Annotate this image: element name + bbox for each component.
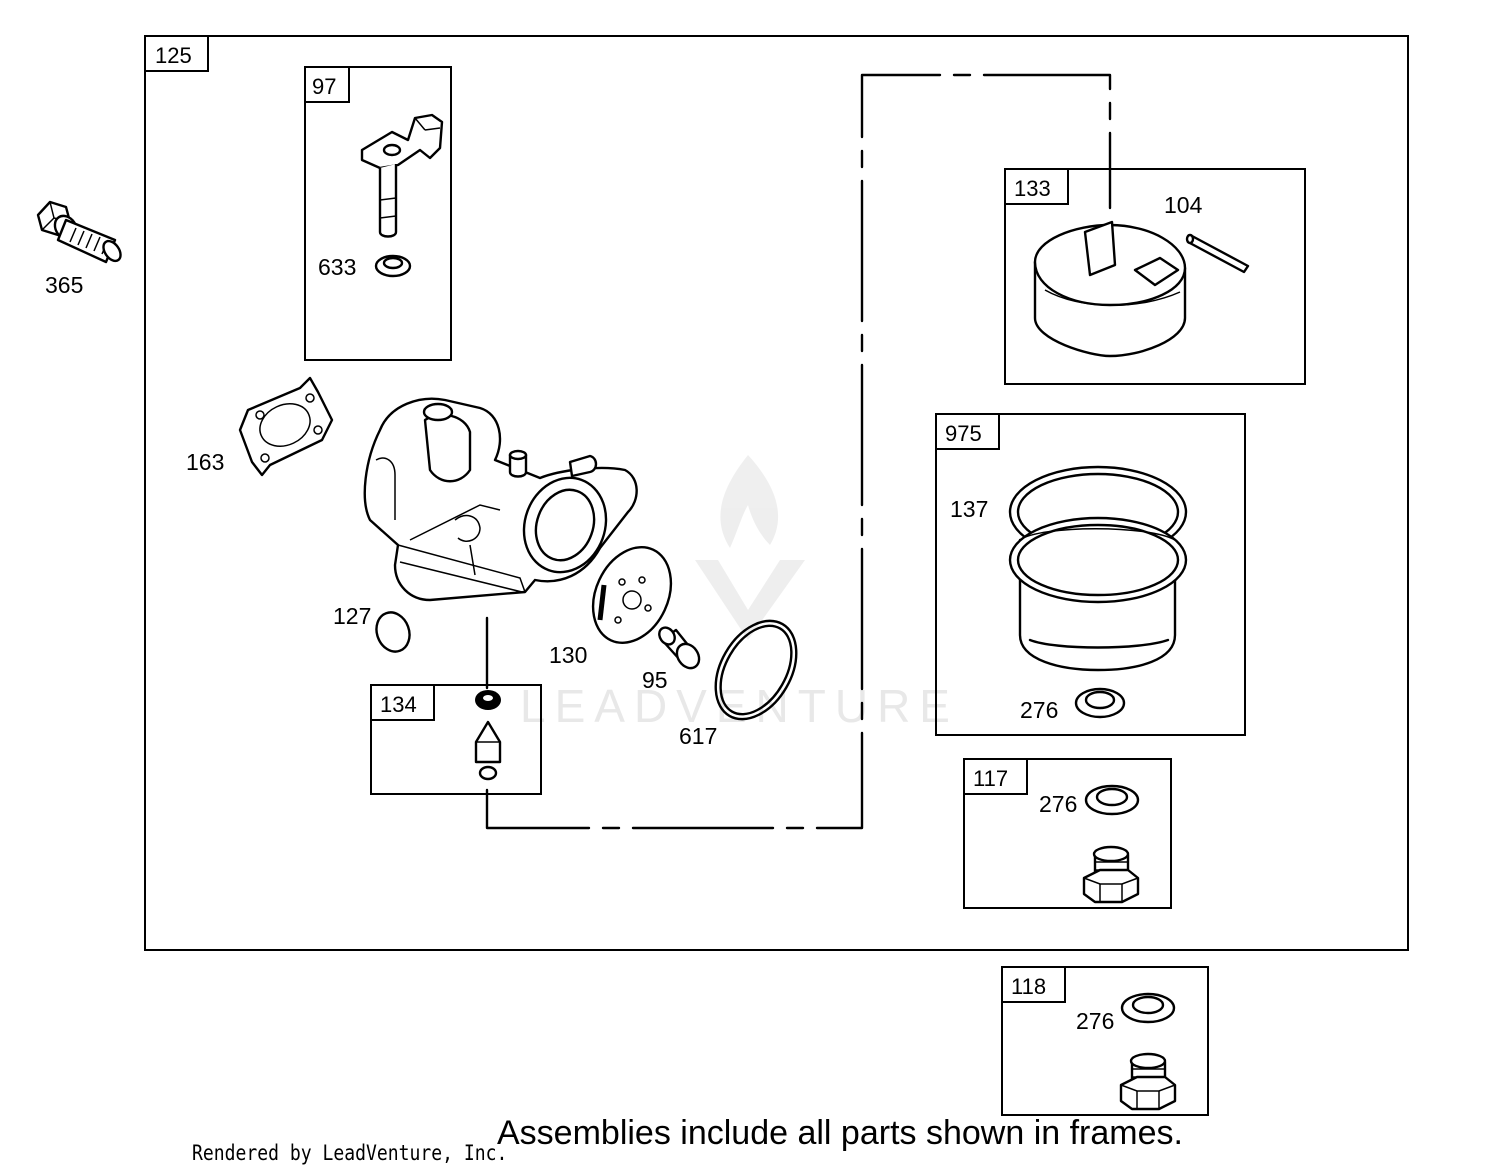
frame-97 [304, 66, 452, 361]
callout-127: 127 [333, 603, 371, 629]
o-ring-icon [714, 619, 798, 721]
bowl-nut-117-icon [1082, 845, 1140, 904]
frame-label-97: 97 [312, 74, 336, 99]
frame-975-tab [935, 413, 1000, 450]
frame-125-tab [144, 35, 209, 72]
callout-276-118: 276 [1076, 1008, 1114, 1034]
gasket-icon [238, 376, 334, 477]
washer-117-icon [1084, 784, 1140, 816]
float-pin-icon [1185, 233, 1250, 274]
frame-label-975: 975 [945, 421, 982, 446]
frame-label-134: 134 [380, 692, 417, 717]
governor-shaft-icon [360, 113, 444, 238]
float-bowl-icon [1008, 465, 1188, 672]
frame-label-125: 125 [155, 43, 192, 68]
callout-276-117: 276 [1039, 791, 1077, 817]
welch-plug-icon [375, 611, 411, 653]
callout-163: 163 [186, 449, 224, 475]
washer-118-icon [1120, 992, 1176, 1024]
callout-95: 95 [642, 667, 668, 693]
frame-134 [370, 684, 542, 795]
callout-137: 137 [950, 496, 988, 522]
callout-617: 617 [679, 723, 717, 749]
bowl-nut-118-icon [1119, 1052, 1177, 1111]
callout-633: 633 [318, 254, 356, 280]
frame-975 [935, 413, 1246, 736]
frame-118 [1001, 966, 1209, 1116]
frame-118-tab [1001, 966, 1066, 1003]
callout-365: 365 [45, 272, 83, 298]
watermark-text: LEADVENTURE [520, 680, 959, 732]
carburetor-body-icon [363, 397, 638, 602]
frame-label-117: 117 [973, 766, 1008, 791]
frame-117-tab [963, 758, 1028, 795]
frame-97-tab [304, 66, 350, 103]
frame-label-133: 133 [1014, 176, 1051, 201]
callout-104: 104 [1164, 192, 1203, 218]
frame-125 [144, 35, 1409, 951]
credit-text: Rendered by LeadVenture, Inc. [192, 1141, 508, 1165]
assemblies-note: Assemblies include all parts shown in fr… [497, 1114, 1183, 1152]
float-icon [1033, 220, 1187, 358]
seal-icon [374, 254, 412, 278]
callout-276-975: 276 [1020, 697, 1058, 723]
callout-130: 130 [549, 642, 587, 668]
frame-label-118: 118 [1011, 974, 1046, 999]
inlet-needle-icon [474, 690, 502, 781]
watermark-logo: LEADVENTURE [520, 455, 959, 732]
bolt-icon [36, 200, 122, 264]
primer-plate-icon [591, 545, 673, 645]
assembly-leader-line [485, 73, 1112, 830]
nozzle-icon [658, 626, 701, 670]
frame-133 [1004, 168, 1306, 385]
washer-975-icon [1074, 687, 1126, 719]
frame-133-tab [1004, 168, 1069, 205]
frame-134-tab [370, 684, 435, 721]
frame-117 [963, 758, 1172, 909]
